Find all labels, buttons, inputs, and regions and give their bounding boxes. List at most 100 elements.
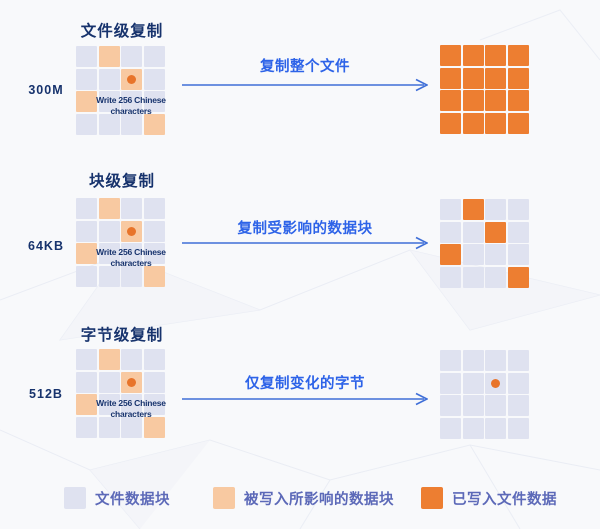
grid-cell-written	[462, 90, 484, 112]
legend-label: 文件数据块	[95, 491, 170, 508]
row-byte-level: 字节级复制 512B Write 256 Chinese characters …	[0, 308, 600, 458]
grid-cell-plain	[507, 221, 529, 243]
arrow-label: 复制受影响的数据块	[237, 221, 373, 237]
grid-cell-written	[485, 221, 507, 243]
grid-cell-plain	[76, 113, 98, 135]
grid-cell-plain	[440, 199, 462, 221]
source-grid: Write 256 Chinese characters	[76, 349, 166, 438]
grid-cell-plain	[440, 395, 462, 417]
grid-cell-plain	[462, 372, 484, 394]
grid-cell-plain	[98, 265, 120, 287]
legend-item-plain: 文件数据块	[64, 487, 170, 509]
grid-cell-plain	[143, 68, 165, 90]
right-arrow-icon	[182, 78, 428, 92]
arrow-label: 复制整个文件	[260, 59, 350, 75]
legend-label: 已写入文件数据	[452, 491, 557, 508]
grid-cell-plain	[121, 265, 143, 287]
result-grid	[440, 199, 529, 288]
grid-cell-plain	[507, 372, 529, 394]
grid-cell-plain	[121, 349, 143, 371]
grid-cell-written	[440, 112, 462, 134]
row-block-level: 块级复制 64KB Write 256 Chinese characters 复…	[0, 158, 600, 308]
grid-cell-plain	[98, 91, 120, 113]
grid-cell-written	[507, 45, 529, 67]
legend: 文件数据块 被写入所影响的数据块 已写入文件数据	[0, 487, 600, 513]
grid-cell-plain	[143, 220, 165, 242]
grid-cell-written	[485, 112, 507, 134]
grid-cell-plain	[98, 220, 120, 242]
grid-cell-plain	[440, 350, 462, 372]
grid-cell-plain	[462, 417, 484, 439]
grid-cell-affected	[143, 416, 165, 438]
row-title: 字节级复制	[80, 327, 164, 344]
grid-cell-written	[440, 90, 462, 112]
grid-cell-plain	[143, 394, 165, 416]
grid-cell-plain	[143, 198, 165, 220]
row-title: 块级复制	[88, 173, 155, 190]
grid-cell-affected	[121, 371, 143, 393]
grid-cell-plain	[440, 417, 462, 439]
grid-cell-written	[485, 67, 507, 89]
grid-cell-plain	[121, 113, 143, 135]
write-point-dot-icon	[491, 378, 501, 388]
grid-cell-plain	[507, 417, 529, 439]
grid-cell-plain	[98, 68, 120, 90]
grid-cell-plain	[462, 221, 484, 243]
write-point-dot-icon	[127, 74, 137, 84]
grid-cell-plain	[121, 198, 143, 220]
legend-label: 被写入所影响的数据块	[244, 491, 394, 508]
grid-cell-written	[485, 45, 507, 67]
grid-cell-plain	[440, 221, 462, 243]
grid-cell-affected	[98, 349, 120, 371]
size-label: 300M	[28, 83, 64, 97]
grid-cell-plain	[462, 244, 484, 266]
arrow-label: 仅复制变化的字节	[245, 376, 365, 392]
grid-cell-plain	[98, 371, 120, 393]
write-note: Write 256 Chinese characters	[96, 95, 166, 116]
result-grid	[440, 350, 529, 439]
grid-cell-plain	[462, 266, 484, 288]
arrow-block: 复制整个文件	[182, 8, 428, 108]
grid-cell-plain	[143, 91, 165, 113]
row-file-level: 文件级复制 300M Write 256 Chinese characters …	[0, 8, 600, 158]
grid-cell-affected	[121, 220, 143, 242]
grid-cell-plain	[485, 244, 507, 266]
grid-cell-plain	[507, 199, 529, 221]
legend-item-written: 已写入文件数据	[421, 487, 557, 509]
grid-cell-plain	[507, 244, 529, 266]
arrow-block: 复制受影响的数据块	[182, 158, 428, 258]
grid-cell-plain	[76, 371, 98, 393]
write-point-dot-icon	[127, 226, 137, 236]
grid-cell-written	[462, 67, 484, 89]
grid-cell-written	[462, 199, 484, 221]
grid-cell-written	[440, 45, 462, 67]
source-grid: Write 256 Chinese characters	[76, 198, 166, 287]
right-arrow-icon	[182, 236, 428, 250]
grid-cell-plain	[462, 350, 484, 372]
legend-swatch-written	[421, 487, 443, 509]
grid-cell-plain	[507, 350, 529, 372]
legend-swatch-affected	[213, 487, 235, 509]
grid-cell-written	[507, 67, 529, 89]
grid-cell-plain	[440, 266, 462, 288]
grid-cell-affected	[76, 91, 98, 113]
grid-cell-affected	[98, 46, 120, 68]
grid-cell-written	[440, 244, 462, 266]
legend-item-affected: 被写入所影响的数据块	[213, 487, 394, 509]
grid-cell-plain	[76, 220, 98, 242]
grid-cell-plain	[485, 199, 507, 221]
grid-cell-affected	[121, 68, 143, 90]
write-note: Write 256 Chinese characters	[96, 247, 166, 268]
grid-cell-plain	[485, 372, 507, 394]
grid-cell-plain	[76, 46, 98, 68]
grid-cell-plain	[507, 395, 529, 417]
grid-cell-plain	[76, 349, 98, 371]
size-label: 64KB	[28, 239, 64, 253]
grid-cell-plain	[143, 349, 165, 371]
grid-cell-plain	[98, 113, 120, 135]
grid-cell-plain	[121, 416, 143, 438]
grid-cell-written	[485, 90, 507, 112]
grid-cell-affected	[143, 265, 165, 287]
grid-cell-plain	[76, 265, 98, 287]
